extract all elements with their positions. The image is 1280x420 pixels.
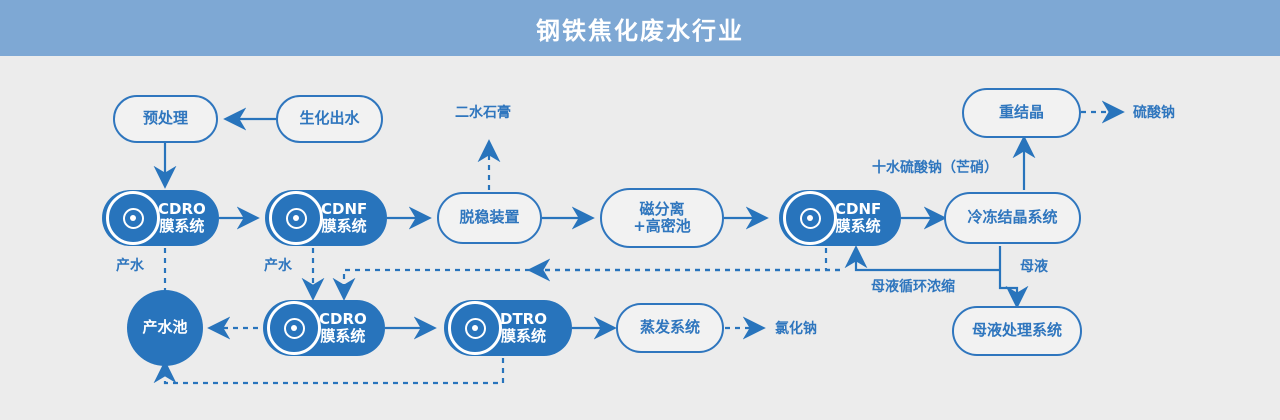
label-sodium-sulfate-decahydrate: 十水硫酸钠（芒硝） bbox=[872, 160, 998, 176]
membrane-icon-dot bbox=[472, 325, 478, 331]
node-label-line2: 膜系统 bbox=[835, 217, 881, 235]
node-cdnf-membrane-top[interactable]: CDNF 膜系统 bbox=[265, 190, 387, 246]
membrane-icon-dot bbox=[291, 325, 297, 331]
node-bio-effluent[interactable]: 生化出水 bbox=[276, 95, 383, 143]
node-label: 蒸发系统 bbox=[639, 318, 700, 337]
label-gypsum: 二水石膏 bbox=[455, 105, 511, 121]
node-mother-liquor-system[interactable]: 母液处理系统 bbox=[952, 306, 1082, 356]
membrane-icon bbox=[783, 191, 837, 245]
label-sodium-sulfate: 硫酸钠 bbox=[1133, 105, 1175, 121]
node-label: 产水池 bbox=[142, 318, 188, 337]
node-label-line2: 膜系统 bbox=[159, 217, 205, 235]
membrane-icon-ring bbox=[464, 317, 486, 339]
node-destabilizer[interactable]: 脱稳装置 bbox=[437, 192, 542, 244]
node-cdnf-membrane-right[interactable]: CDNF 膜系统 bbox=[779, 190, 901, 246]
connector-layer bbox=[153, 100, 1125, 385]
node-label-line2: 膜系统 bbox=[500, 327, 546, 345]
node-label: DTRO 膜系统 bbox=[500, 309, 547, 346]
node-label: 脱稳装置 bbox=[459, 208, 520, 227]
node-label: 磁分离 +高密池 bbox=[633, 199, 691, 236]
membrane-icon-dot bbox=[807, 215, 813, 221]
node-label: 预处理 bbox=[142, 109, 188, 128]
membrane-icon-dot bbox=[130, 215, 136, 221]
membrane-icon bbox=[269, 191, 323, 245]
label-mother-liquor: 母液 bbox=[1020, 259, 1048, 275]
node-label-line1: DTRO bbox=[500, 309, 547, 328]
node-label: CDRO 膜系统 bbox=[158, 199, 206, 236]
label-product-water-2: 产水 bbox=[264, 258, 292, 274]
node-label: 重结晶 bbox=[998, 103, 1044, 122]
membrane-icon-dot bbox=[293, 215, 299, 221]
node-dtro-membrane-bottom[interactable]: DTRO 膜系统 bbox=[444, 300, 572, 356]
node-label-line2: 膜系统 bbox=[320, 327, 366, 345]
label-product-water-1: 产水 bbox=[116, 258, 144, 274]
node-label: 生化出水 bbox=[299, 109, 360, 128]
node-label-line1: CDRO bbox=[319, 309, 367, 328]
label-mother-liquor-recycle: 母液循环浓缩 bbox=[871, 279, 955, 295]
membrane-icon bbox=[448, 301, 502, 355]
node-label-line1: 磁分离 bbox=[639, 199, 685, 218]
page-header: 钢铁焦化废水行业 bbox=[0, 0, 1280, 56]
node-label: CDNF 膜系统 bbox=[321, 199, 368, 236]
node-magnetic-separation[interactable]: 磁分离 +高密池 bbox=[600, 188, 724, 248]
node-cdro-membrane-bottom[interactable]: CDRO 膜系统 bbox=[263, 300, 385, 356]
node-label-line1: CDNF bbox=[835, 199, 882, 218]
label-sodium-chloride: 氯化钠 bbox=[775, 321, 817, 337]
node-label-line1: CDNF bbox=[321, 199, 368, 218]
node-cdro-membrane-top[interactable]: CDRO 膜系统 bbox=[102, 190, 219, 246]
membrane-icon-ring bbox=[285, 207, 307, 229]
node-label: CDNF 膜系统 bbox=[835, 199, 882, 236]
node-label-line2: +高密池 bbox=[633, 217, 691, 235]
page-title: 钢铁焦化废水行业 bbox=[536, 16, 744, 45]
node-freeze-crystallization[interactable]: 冷冻结晶系统 bbox=[944, 192, 1081, 244]
membrane-icon bbox=[106, 191, 160, 245]
node-evaporation-system[interactable]: 蒸发系统 bbox=[616, 303, 724, 353]
node-label: CDRO 膜系统 bbox=[319, 309, 367, 346]
membrane-icon-ring bbox=[799, 207, 821, 229]
node-label: 母液处理系统 bbox=[971, 321, 1062, 340]
membrane-icon bbox=[267, 301, 321, 355]
node-label: 冷冻结晶系统 bbox=[967, 208, 1058, 227]
node-label-line1: CDRO bbox=[158, 199, 206, 218]
membrane-icon-ring bbox=[283, 317, 305, 339]
node-label-line2: 膜系统 bbox=[321, 217, 367, 235]
node-pretreatment[interactable]: 预处理 bbox=[113, 95, 218, 143]
flowchart-canvas: 预处理 生化出水 重结晶 CDRO 膜系统 bbox=[0, 56, 1280, 420]
node-recrystallization[interactable]: 重结晶 bbox=[962, 88, 1081, 138]
membrane-icon-ring bbox=[122, 207, 144, 229]
node-product-water-pool[interactable]: 产水池 bbox=[127, 290, 203, 366]
